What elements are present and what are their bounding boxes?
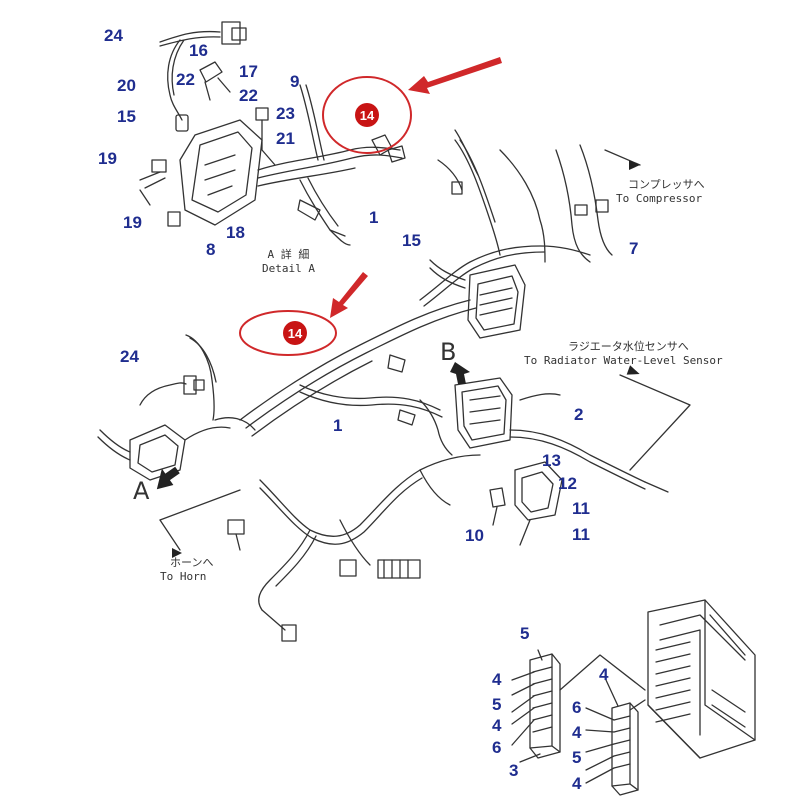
highlight-badge-main[interactable]: 14: [283, 321, 307, 345]
callout-fuse-5c[interactable]: 5: [572, 748, 582, 767]
callout-detail-22a[interactable]: 22: [176, 70, 195, 89]
callout-fuse-4d[interactable]: 4: [572, 723, 582, 742]
callout-detail-9[interactable]: 9: [290, 72, 300, 91]
detail-a-caption: A 詳 細 Detail A: [262, 248, 315, 275]
callout-detail-15[interactable]: 15: [117, 107, 136, 126]
callout-fuse-5b[interactable]: 5: [492, 695, 502, 714]
note-to-radiator: ラジエータ水位センサへ To Radiator Water-Level Sens…: [524, 340, 723, 367]
callout-detail-21[interactable]: 21: [276, 129, 295, 148]
callout-main-11a[interactable]: 11: [572, 499, 590, 518]
highlight-arrows: [330, 57, 502, 318]
view-letter-a: A: [133, 477, 150, 505]
fuse-box-drawing: [511, 599, 756, 796]
callout-main-7[interactable]: 7: [629, 239, 639, 258]
arrow-to-detail: [408, 57, 502, 94]
radiator-arrow: [626, 365, 640, 375]
callout-detail-22b[interactable]: 22: [239, 86, 258, 105]
arrow-to-main: [330, 272, 368, 318]
callout-detail-18[interactable]: 18: [226, 223, 245, 242]
callout-detail-8[interactable]: 8: [206, 240, 216, 259]
callout-fuse-4e[interactable]: 4: [572, 774, 582, 793]
callout-fuse-5a[interactable]: 5: [520, 624, 530, 643]
callout-detail-20[interactable]: 20: [117, 76, 136, 95]
note-to-horn: ホーンへ To Horn: [160, 556, 214, 583]
callout-fuse-3[interactable]: 3: [509, 761, 519, 780]
view-letter-b: B: [440, 338, 457, 366]
callout-fuse-4b[interactable]: 4: [492, 716, 502, 735]
callout-main-12[interactable]: 12: [558, 474, 577, 493]
detail-a-drawing: [139, 21, 406, 246]
view-arrow-b: [450, 362, 470, 384]
callout-fuse-4a[interactable]: 4: [492, 670, 502, 689]
note-to-compressor: コンプレッサへ To Compressor: [616, 178, 705, 205]
callout-detail-19b[interactable]: 19: [123, 213, 142, 232]
callout-main-2[interactable]: 2: [574, 405, 584, 424]
view-arrow-a: [156, 466, 180, 490]
callout-fuse-6b[interactable]: 6: [572, 698, 582, 717]
highlight-ellipse-main: [239, 310, 337, 356]
callout-main-10[interactable]: 10: [465, 526, 484, 545]
highlight-ellipse-detail: [322, 76, 412, 154]
callout-main-15[interactable]: 15: [402, 231, 421, 250]
highlight-badge-detail[interactable]: 14: [355, 103, 379, 127]
callout-fuse-4c[interactable]: 4: [599, 665, 609, 684]
callout-main-11b[interactable]: 11: [572, 525, 590, 544]
callout-detail-16[interactable]: 16: [189, 41, 208, 60]
callout-main-13[interactable]: 13: [542, 451, 561, 470]
highlight-marks: [239, 76, 412, 356]
main-view-drawing: [97, 129, 691, 642]
compressor-arrow: [629, 160, 640, 170]
callout-main-24[interactable]: 24: [120, 347, 139, 366]
callout-detail-1[interactable]: 1: [369, 208, 379, 227]
callout-detail-17[interactable]: 17: [239, 62, 258, 81]
callout-detail-19a[interactable]: 19: [98, 149, 117, 168]
horn-arrow: [172, 548, 182, 558]
callout-fuse-6a[interactable]: 6: [492, 738, 502, 757]
callout-detail-23[interactable]: 23: [276, 104, 295, 123]
callout-detail-24[interactable]: 24: [104, 26, 123, 45]
callout-main-1[interactable]: 1: [333, 416, 343, 435]
